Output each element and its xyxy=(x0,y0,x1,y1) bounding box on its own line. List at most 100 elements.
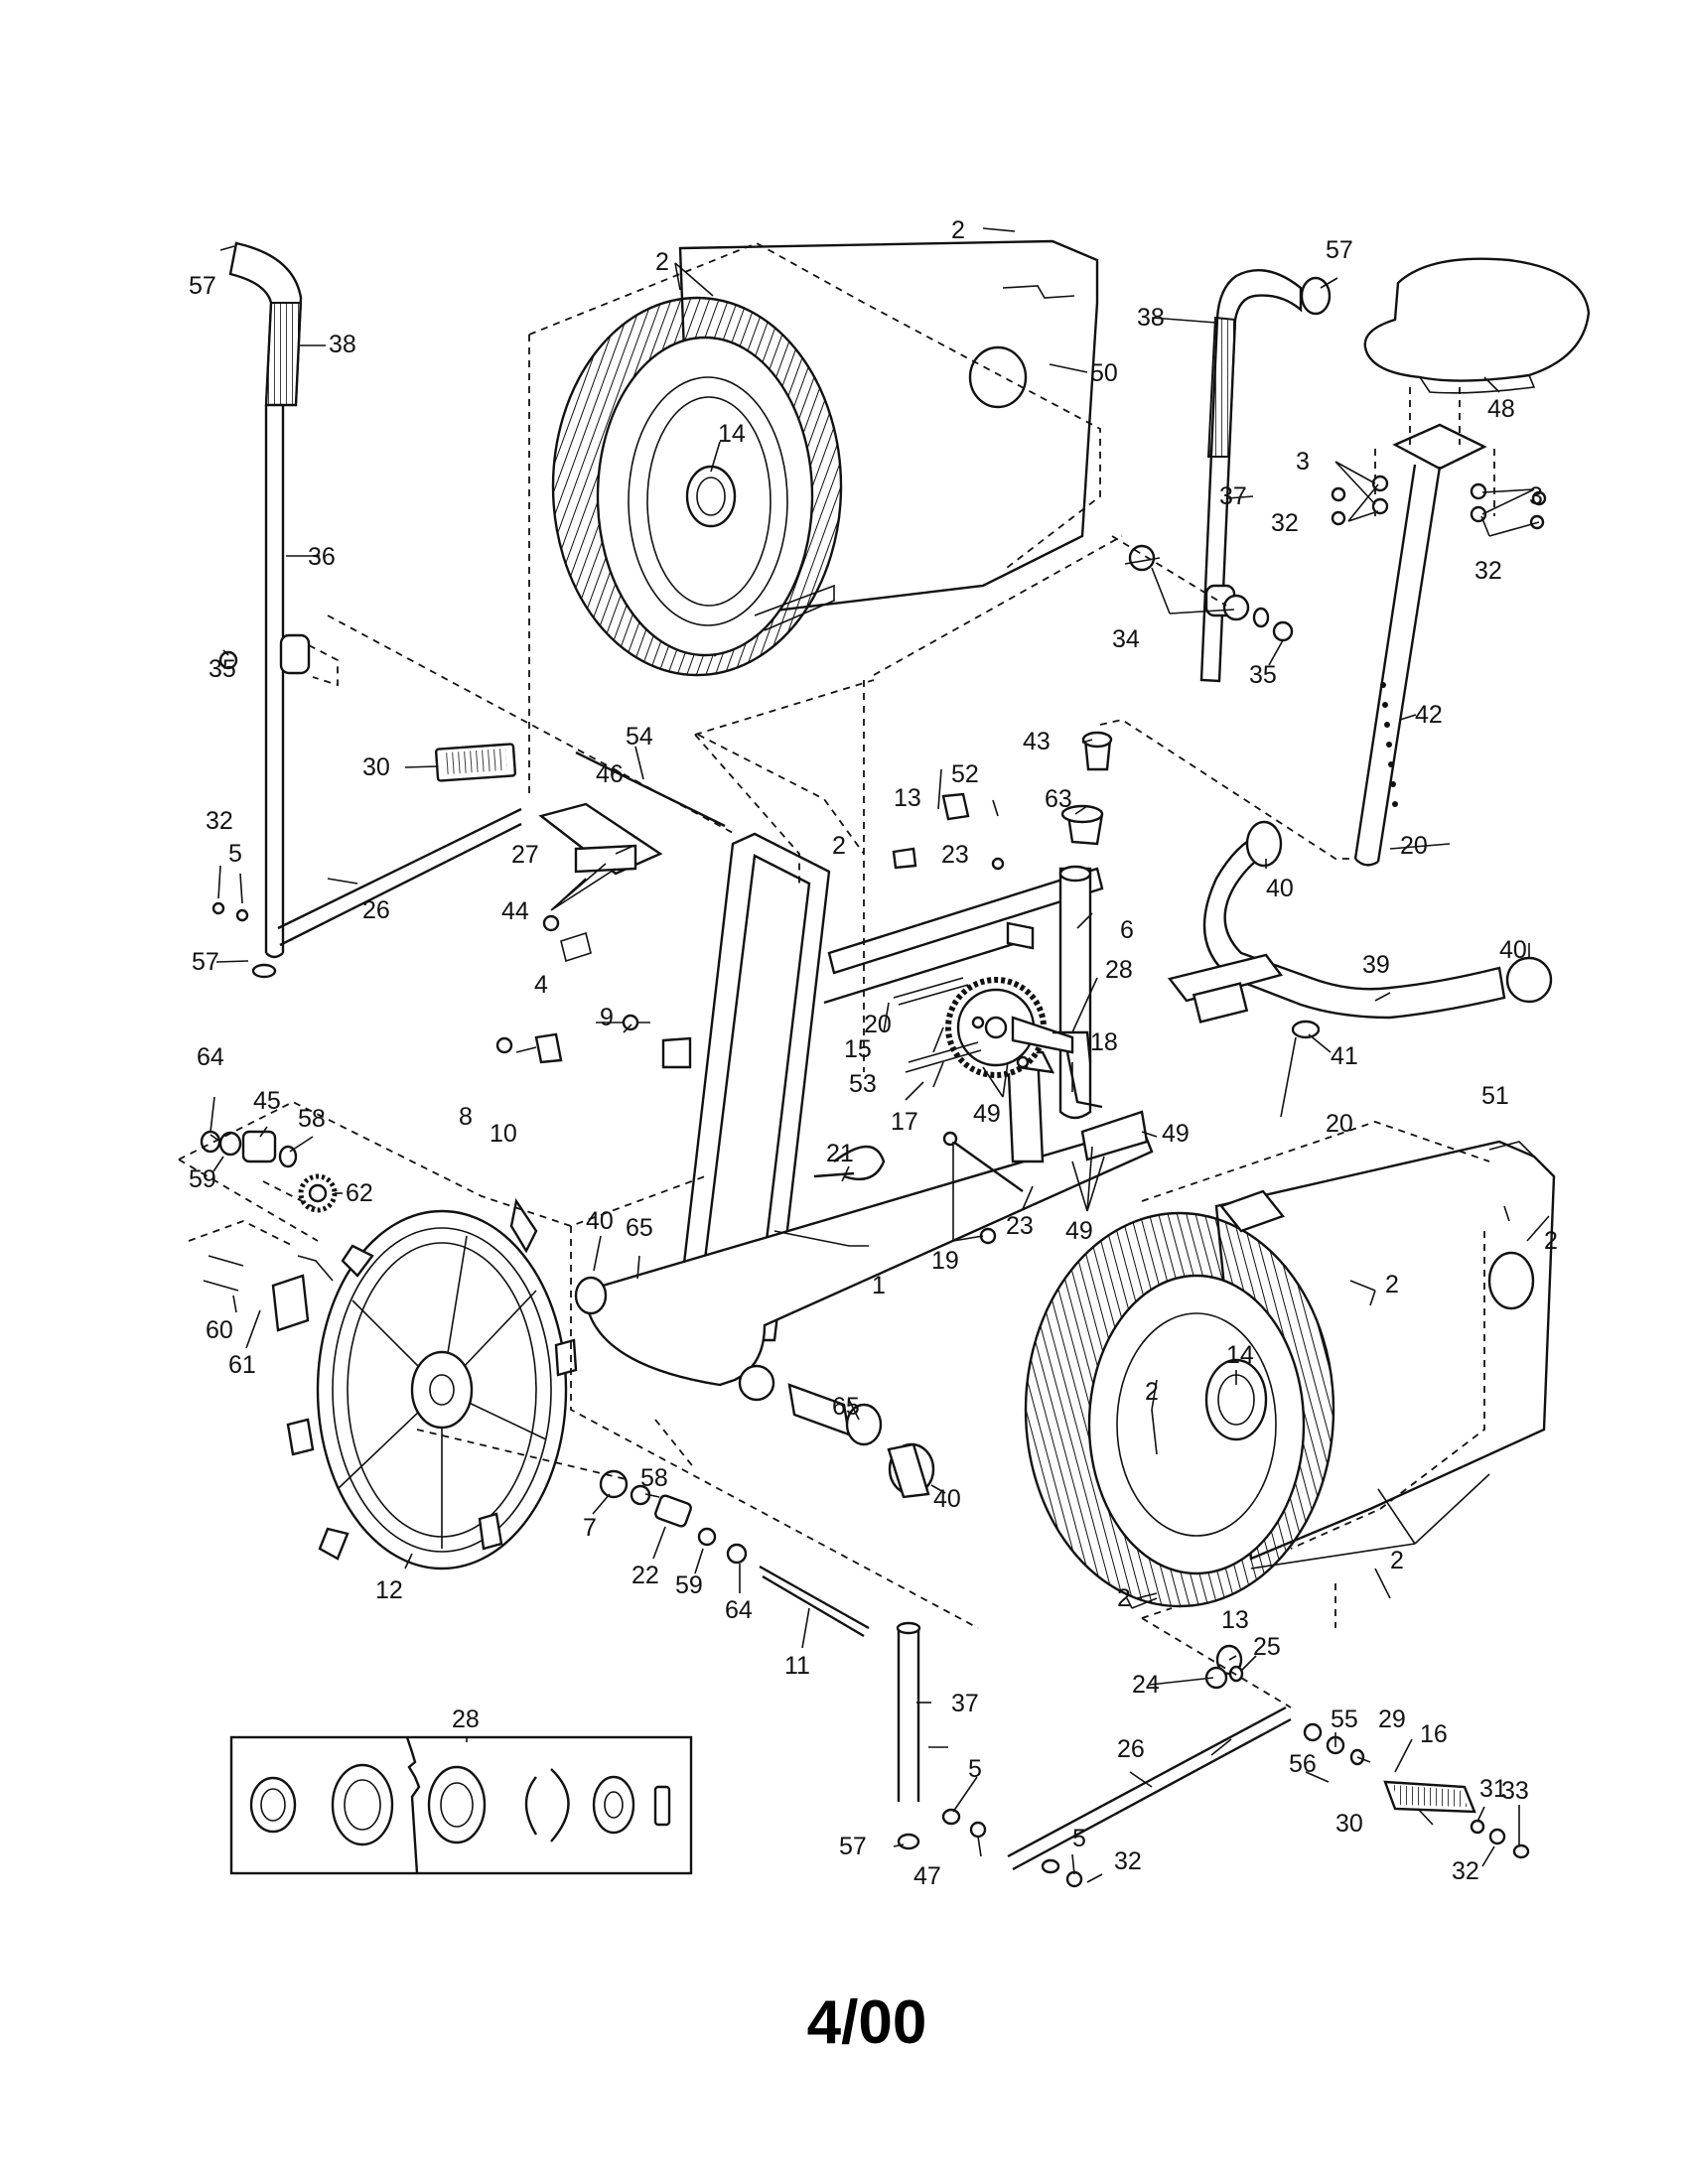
callout-57: 57 xyxy=(1326,236,1353,264)
callout-13: 13 xyxy=(894,784,921,812)
callout-27: 27 xyxy=(511,841,539,869)
callout-12: 12 xyxy=(375,1576,403,1604)
callout-23: 23 xyxy=(1006,1212,1034,1240)
callout-8: 8 xyxy=(459,1103,473,1131)
callout-17: 17 xyxy=(891,1108,918,1136)
callout-47: 47 xyxy=(913,1862,941,1890)
callout-31: 31 xyxy=(1479,1775,1507,1803)
callout-43: 43 xyxy=(1023,728,1051,755)
callout-32: 32 xyxy=(1474,557,1502,585)
callout-10: 10 xyxy=(490,1120,517,1148)
callout-49: 49 xyxy=(1162,1120,1190,1148)
callout-6: 6 xyxy=(1120,916,1134,944)
callout-58: 58 xyxy=(640,1464,668,1492)
callout-64: 64 xyxy=(725,1596,753,1624)
callout-1: 1 xyxy=(872,1272,886,1299)
callout-24: 24 xyxy=(1132,1671,1160,1699)
callout-48: 48 xyxy=(1487,395,1515,423)
callout-28: 28 xyxy=(1105,956,1133,984)
leader-lines xyxy=(210,227,1550,1883)
callout-5: 5 xyxy=(968,1755,982,1783)
crank-assembly xyxy=(892,731,1113,1109)
tension-parts xyxy=(495,751,1024,1245)
left-shroud-50 xyxy=(551,239,1099,677)
lower-pedal-assembly xyxy=(896,1621,1530,1888)
callout-38: 38 xyxy=(329,331,356,358)
part-callouts: 2 2 50 14 57 38 36 35 30 26 32 5 57 54 4… xyxy=(189,216,1558,1890)
callout-7: 7 xyxy=(583,1514,597,1542)
callout-30: 30 xyxy=(1335,1810,1363,1838)
callout-14: 14 xyxy=(1226,1341,1254,1369)
fan-wheel-12 xyxy=(200,1130,578,1570)
callout-39: 39 xyxy=(1362,951,1390,979)
callout-20: 20 xyxy=(1400,832,1428,860)
callout-37: 37 xyxy=(951,1690,979,1717)
callout-2: 2 xyxy=(1385,1271,1399,1298)
assembly-guide-lines xyxy=(178,242,1490,1708)
callout-64: 64 xyxy=(197,1043,224,1071)
callout-2: 2 xyxy=(1390,1547,1404,1574)
callout-40: 40 xyxy=(1266,875,1294,902)
callout-18: 18 xyxy=(1090,1028,1118,1056)
callout-54: 54 xyxy=(626,723,653,751)
callout-3: 3 xyxy=(1296,448,1310,476)
inset-crank-detail-28 xyxy=(229,1735,693,1875)
right-handle-assembly xyxy=(1128,269,1332,683)
callout-57: 57 xyxy=(192,948,219,976)
callout-60: 60 xyxy=(206,1316,233,1344)
callout-30: 30 xyxy=(362,753,390,781)
callout-38: 38 xyxy=(1137,304,1165,332)
callout-32: 32 xyxy=(1114,1847,1142,1875)
callout-2: 2 xyxy=(1145,1378,1159,1406)
callout-28: 28 xyxy=(452,1706,480,1733)
callout-2: 2 xyxy=(655,248,669,276)
callout-55: 55 xyxy=(1331,1706,1358,1733)
callout-23: 23 xyxy=(941,841,969,869)
callout-44: 44 xyxy=(501,897,529,925)
callout-5: 5 xyxy=(1072,1825,1086,1852)
callout-25: 25 xyxy=(1253,1633,1281,1661)
callout-32: 32 xyxy=(1452,1857,1479,1885)
callout-20: 20 xyxy=(864,1011,892,1038)
callout-34: 34 xyxy=(1112,625,1140,653)
callout-16: 16 xyxy=(1420,1720,1448,1748)
callout-3: 3 xyxy=(1529,482,1543,510)
callout-57: 57 xyxy=(839,1833,867,1860)
callout-40: 40 xyxy=(933,1485,961,1513)
callout-32: 32 xyxy=(206,807,233,835)
callout-49: 49 xyxy=(1065,1217,1093,1245)
callout-42: 42 xyxy=(1415,701,1443,729)
handlebar-39 xyxy=(1167,820,1553,1039)
callout-52: 52 xyxy=(951,760,979,788)
callout-49: 49 xyxy=(973,1100,1001,1128)
callout-2: 2 xyxy=(951,216,965,244)
callout-59: 59 xyxy=(189,1165,216,1193)
callout-21: 21 xyxy=(826,1140,854,1167)
callout-50: 50 xyxy=(1090,359,1118,387)
callout-9: 9 xyxy=(600,1004,614,1031)
callout-46: 46 xyxy=(596,760,624,788)
callout-13: 13 xyxy=(1221,1606,1249,1634)
callout-53: 53 xyxy=(849,1070,877,1098)
callout-35: 35 xyxy=(209,655,236,683)
callout-33: 33 xyxy=(1501,1777,1529,1805)
callout-59: 59 xyxy=(675,1571,703,1599)
callout-61: 61 xyxy=(228,1351,256,1379)
callout-35: 35 xyxy=(1249,661,1277,689)
callout-2: 2 xyxy=(832,832,846,860)
page-footer-date-code: 4/00 xyxy=(807,1988,927,2057)
callout-63: 63 xyxy=(1045,785,1072,813)
right-shroud-51 xyxy=(1024,1140,1556,1608)
callout-58: 58 xyxy=(298,1105,326,1133)
shaft-parts xyxy=(599,1383,935,1638)
callout-56: 56 xyxy=(1289,1750,1317,1778)
callout-65: 65 xyxy=(832,1393,860,1421)
callout-2: 2 xyxy=(1544,1227,1558,1255)
callout-5: 5 xyxy=(228,840,242,868)
callout-22: 22 xyxy=(632,1562,659,1589)
callout-51: 51 xyxy=(1481,1082,1509,1110)
callout-11: 11 xyxy=(784,1652,810,1680)
callout-57: 57 xyxy=(189,272,216,300)
left-handle-assembly xyxy=(211,241,522,979)
